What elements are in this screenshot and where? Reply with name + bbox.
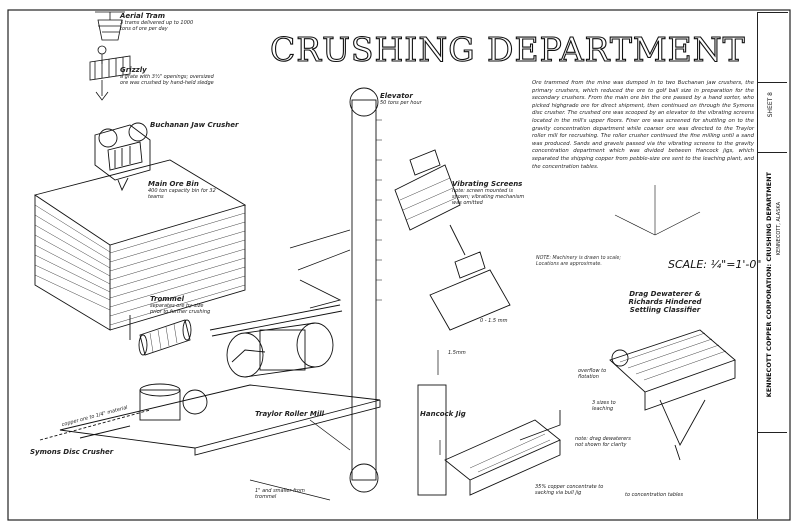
- title-block-main: KENNECOTT COPPER CORPORATION: CRUSHING D…: [765, 172, 773, 398]
- drag-classifier-label: Drag Dewaterer & Richards Hindered Settl…: [628, 290, 702, 314]
- title-block-divider: [757, 82, 787, 83]
- traylor-label: Traylor Roller Mill: [255, 410, 325, 418]
- title-block-frame: [757, 12, 788, 519]
- flow-arrows: [249, 229, 441, 501]
- title-block: KENNECOTT COPPER CORPORATION: CRUSHING D…: [757, 12, 788, 519]
- drag-note-label: note: drag dewaterers not shown for clar…: [575, 436, 631, 448]
- title-block-divider: [757, 152, 787, 153]
- concentrate-label: 35% copper concentrate to sacking via bu…: [535, 484, 604, 496]
- title-block-sheet: SHEET 8: [767, 92, 774, 118]
- vibrating-screens-graphic: [394, 149, 466, 256]
- traylor-mill-graphic: [209, 279, 343, 378]
- machinery-note: NOTE: Machinery is drawn to scale; Locat…: [536, 256, 621, 267]
- description-paragraph: Ore trammed from the mine was dumped in …: [532, 80, 754, 170]
- page-title: CRUSHING DEPARTMENT: [269, 29, 746, 69]
- sheet-border: [7, 9, 791, 521]
- from-trommel-label: 1" and smaller from trommel: [255, 488, 305, 500]
- overflow-label: overflow to flotation: [578, 368, 607, 380]
- buchanan-crusher-graphic: [94, 122, 151, 192]
- leaching-label: 3 sizes to leaching: [592, 400, 616, 412]
- scale-label: SCALE: ¼"=1'-0": [668, 258, 762, 271]
- elevator-graphic: [349, 87, 382, 493]
- buchanan-label: Buchanan Jaw Crusher: [150, 121, 239, 129]
- trommel-graphic: [138, 319, 192, 356]
- hancock-jig-graphic: [417, 251, 561, 496]
- mesh1-label: 0 - 1.5 mm: [480, 318, 508, 324]
- title-block-sub: KENNECOTT, ALASKA: [776, 202, 782, 256]
- title-block-divider: [757, 432, 787, 433]
- hancock-jig-label: Hancock Jig: [420, 410, 466, 418]
- symons-label: Symons Disc Crusher: [30, 448, 114, 456]
- grizzly-graphic: [89, 45, 131, 101]
- tables-label: to concentration tables: [625, 492, 684, 498]
- mesh2-label: 1.5mm: [448, 350, 466, 356]
- main-ore-bin-graphic: [33, 159, 247, 340]
- drag-classifier-graphic: [609, 329, 736, 461]
- aerial-tram-graphic: [95, 11, 125, 41]
- symons-crusher-graphic: [39, 349, 381, 456]
- scale-graphic: [614, 185, 701, 236]
